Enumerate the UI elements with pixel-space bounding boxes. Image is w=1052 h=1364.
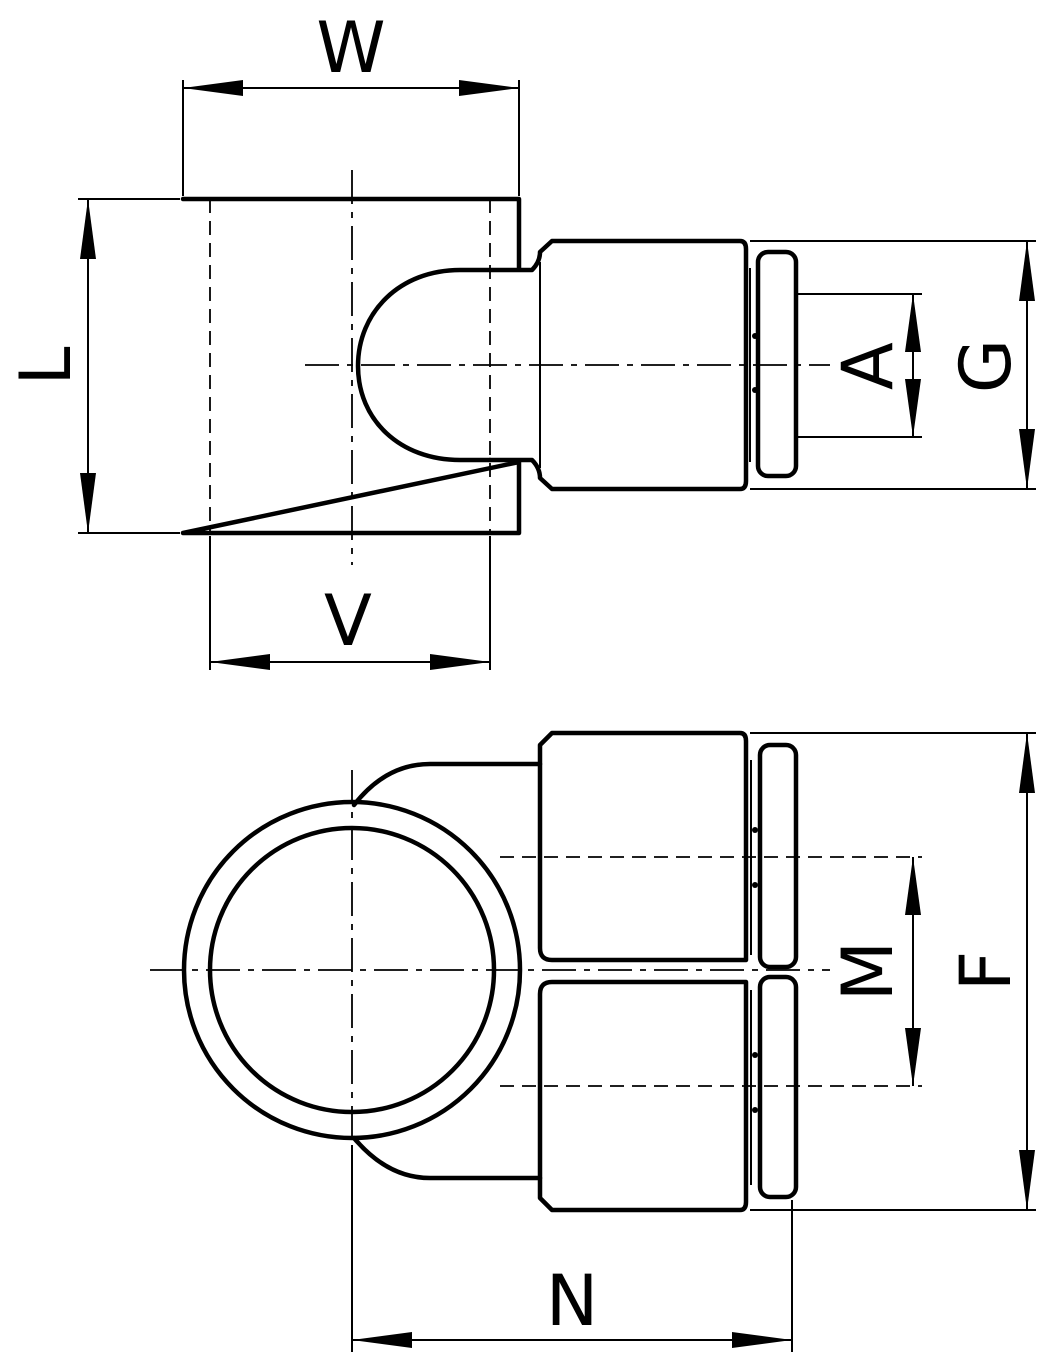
top-view xyxy=(180,170,830,565)
top-dome-outline xyxy=(355,267,493,463)
dimension-w: W xyxy=(182,7,520,196)
dimension-m: M xyxy=(827,857,921,1086)
top-collet-dot-2 xyxy=(752,387,758,393)
label-g: G xyxy=(945,339,1027,393)
dimension-a: A xyxy=(796,293,922,438)
n-arrow-right xyxy=(732,1332,792,1348)
label-n: N xyxy=(546,1260,598,1342)
bottom-upper-collet-dot-1 xyxy=(752,827,758,833)
bottom-upper-fitting xyxy=(537,730,749,963)
label-a: A xyxy=(827,342,909,390)
dimension-n: N xyxy=(351,1145,793,1352)
top-fitting-body xyxy=(487,238,749,492)
m-arrow-top xyxy=(905,857,921,915)
w-arrow-right xyxy=(459,80,519,96)
top-collet-ring xyxy=(755,249,799,479)
bottom-upper-collet xyxy=(757,742,799,970)
label-w: W xyxy=(316,7,385,89)
bottom-lower-collet xyxy=(757,974,799,1200)
top-body-outline xyxy=(180,196,522,536)
label-l: L xyxy=(5,347,87,386)
bottom-upper-collet-dot-2 xyxy=(752,882,758,888)
bottom-view xyxy=(150,730,922,1213)
dimension-g: G xyxy=(750,240,1036,490)
dimension-f: F xyxy=(750,732,1036,1211)
label-m: M xyxy=(827,941,909,1001)
dimension-l: L xyxy=(5,198,180,534)
dimension-v: V xyxy=(209,536,491,670)
bottom-lower-collet-dot-2 xyxy=(752,1107,758,1113)
bottom-lower-fitting xyxy=(537,979,749,1213)
w-arrow-left xyxy=(183,80,243,96)
f-arrow-top xyxy=(1019,733,1035,793)
g-arrow-top xyxy=(1019,241,1035,301)
l-arrow-top xyxy=(80,199,96,259)
m-arrow-bottom xyxy=(905,1028,921,1086)
a-arrow-top xyxy=(905,294,921,352)
v-arrow-left xyxy=(210,654,270,670)
v-arrow-right xyxy=(430,654,490,670)
bottom-body-upper-arc xyxy=(351,761,543,808)
a-arrow-bottom xyxy=(905,379,921,437)
n-arrow-left xyxy=(352,1332,412,1348)
bottom-body-lower-arc xyxy=(351,1135,543,1181)
l-arrow-bottom xyxy=(80,473,96,533)
label-f: F xyxy=(945,951,1027,991)
label-v: V xyxy=(324,580,372,662)
top-collet-dot-1 xyxy=(752,333,758,339)
f-arrow-bottom xyxy=(1019,1150,1035,1210)
bottom-lower-collet-dot-1 xyxy=(752,1052,758,1058)
g-arrow-bottom xyxy=(1019,429,1035,489)
